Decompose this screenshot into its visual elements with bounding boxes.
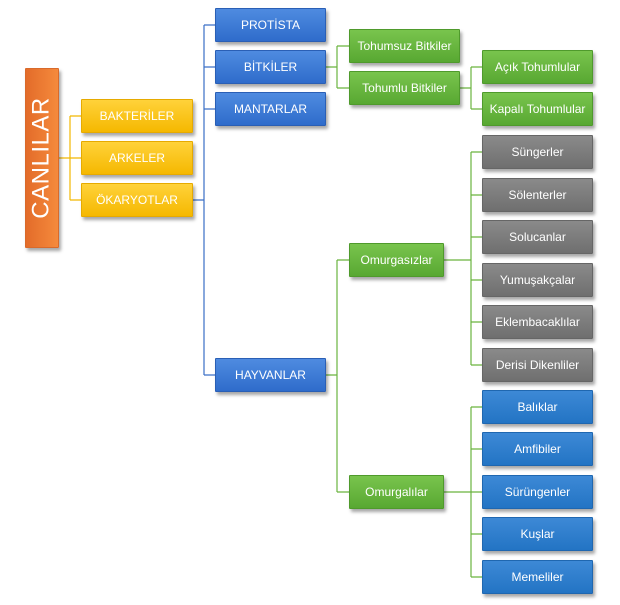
node-amfibiler: Amfibiler [482, 432, 593, 466]
node-label: Eklembacaklılar [495, 315, 580, 329]
node-memeliler: Memeliler [482, 560, 593, 594]
node-kapali-tohumlular: Kapalı Tohumlular [482, 92, 593, 126]
node-solucanlar: Solucanlar [482, 220, 593, 254]
node-label: ÖKARYOTLAR [96, 193, 178, 207]
node-solenterler: Sölenterler [482, 178, 593, 212]
node-label: Tohumlu Bitkiler [362, 81, 447, 95]
node-label: BAKTERİLER [99, 109, 175, 123]
node-yumusakcalar: Yumuşakçalar [482, 263, 593, 297]
node-eklembacaklilar: Eklembacaklılar [482, 305, 593, 339]
node-hayvanlar: HAYVANLAR [215, 358, 326, 392]
node-label: Süngerler [511, 145, 564, 159]
node-tohumsuz-bitkiler: Tohumsuz Bitkiler [349, 29, 460, 63]
node-baliklar: Balıklar [482, 390, 593, 424]
node-label: Amfibiler [514, 442, 561, 456]
node-label: BİTKİLER [243, 60, 298, 74]
eukaryote-connectors [193, 24, 215, 376]
node-label: Kuşlar [520, 527, 555, 541]
node-label: Omurgalılar [365, 485, 428, 499]
node-arkeler: ARKELER [81, 141, 193, 175]
animal-connectors [326, 151, 482, 578]
root-connectors [59, 115, 81, 201]
node-tohumlu-bitkiler: Tohumlu Bitkiler [349, 71, 460, 105]
node-okaryotlar: ÖKARYOTLAR [81, 183, 193, 217]
root-node: CANLILAR [25, 68, 59, 248]
node-label: Solucanlar [509, 230, 566, 244]
root-label: CANLILAR [28, 97, 55, 219]
node-label: Yumuşakçalar [499, 273, 576, 287]
node-label: Sürüngenler [504, 485, 571, 499]
node-label: MANTARLAR [233, 102, 308, 116]
node-bakteriler: BAKTERİLER [81, 99, 193, 133]
node-label: Sölenterler [508, 188, 567, 202]
node-label: Memeliler [511, 570, 564, 584]
node-surungenler: Sürüngenler [482, 475, 593, 509]
node-label: ARKELER [108, 151, 166, 165]
node-label: Tohumsuz Bitkiler [357, 39, 452, 53]
node-label: Derisi Dikenliler [495, 358, 580, 372]
node-protista: PROTİSTA [215, 8, 326, 42]
node-derisi-dikenliler: Derisi Dikenliler [482, 348, 593, 382]
node-label: PROTİSTA [240, 18, 301, 32]
plant-connectors [326, 45, 482, 110]
node-sungerler: Süngerler [482, 135, 593, 169]
node-omurgalilar: Omurgalılar [349, 475, 444, 509]
node-label: Balıklar [517, 400, 558, 414]
node-label: HAYVANLAR [235, 368, 306, 382]
node-mantarlar: MANTARLAR [215, 92, 326, 126]
node-label: Omurgasızlar [360, 253, 433, 267]
node-bitkiler: BİTKİLER [215, 50, 326, 84]
node-omurgasizlar: Omurgasızlar [349, 243, 444, 277]
node-acik-tohumlular: Açık Tohumlular [482, 50, 593, 84]
node-kuslar: Kuşlar [482, 517, 593, 551]
node-label: Açık Tohumlular [494, 60, 581, 74]
node-label: Kapalı Tohumlular [489, 102, 586, 116]
